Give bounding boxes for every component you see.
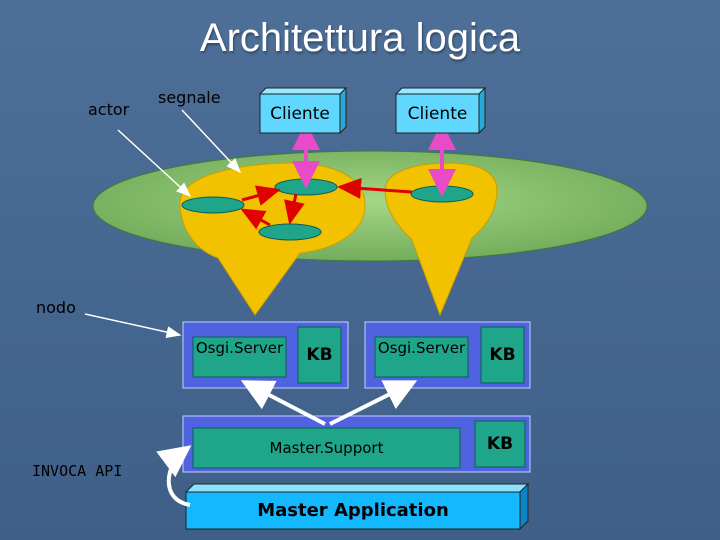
client-box-right	[394, 86, 487, 135]
kb-label: KB	[489, 345, 516, 365]
client-box-left	[258, 86, 348, 135]
network-ellipse	[92, 150, 648, 262]
slide-title: Architettura logica	[199, 16, 521, 60]
agent-disc	[274, 178, 338, 196]
signal-arrow	[241, 185, 281, 206]
node-cone-right	[384, 162, 498, 317]
invoca-api-arrow	[156, 445, 192, 507]
signal-arrow	[284, 193, 305, 225]
segnale-pointer	[181, 109, 242, 174]
agent-disc	[258, 223, 322, 241]
nodo-pointer	[84, 313, 182, 338]
invoca-api-label: INVOCA API	[32, 462, 123, 480]
agent-disc	[410, 185, 474, 203]
master-application-box	[184, 482, 530, 531]
osgi-server-label: Osgi.Server	[377, 339, 466, 357]
nodo-label: nodo	[36, 298, 76, 317]
server-link-right	[329, 380, 418, 426]
actor-label: actor	[88, 100, 130, 119]
kb-label: KB	[306, 345, 333, 365]
osgi-server-label: Osgi.Server	[195, 339, 284, 357]
client-label: Cliente	[270, 103, 330, 124]
server-link-left	[240, 380, 326, 426]
kb-label: KB	[486, 434, 514, 454]
segnale-label: segnale	[158, 88, 221, 107]
agent-disc	[181, 196, 245, 214]
signal-arrow	[337, 177, 413, 199]
master-support-label: Master.Support	[269, 439, 384, 457]
client-label: Cliente	[407, 103, 468, 124]
actor-pointer	[117, 129, 192, 198]
master-application-label: Master Application	[257, 500, 449, 521]
signal-arrow	[240, 208, 271, 230]
